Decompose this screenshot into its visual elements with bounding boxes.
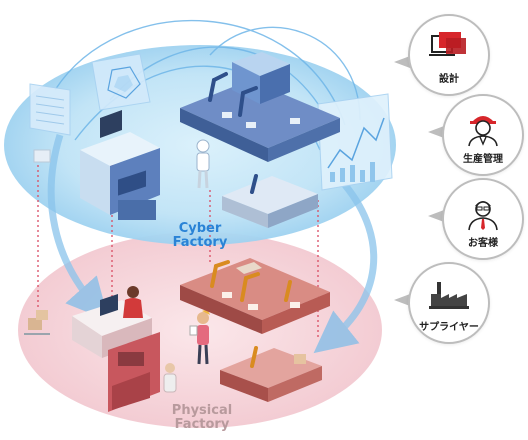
cyber-factory-label: Cyber Factory	[172, 221, 228, 251]
stakeholder-bubble-production-manager: 生産管理	[442, 94, 524, 176]
physical-workstation	[24, 286, 177, 412]
production-manager-icon	[468, 116, 498, 147]
stakeholder-label: 生産管理	[463, 154, 503, 165]
stakeholder-label: サプライヤー	[419, 322, 479, 333]
cyber-small-machine	[222, 174, 318, 228]
left-sync-arrow	[47, 133, 109, 321]
physical-production-line	[180, 258, 330, 334]
stakeholder-bubble-design: 設計	[408, 14, 490, 96]
cyber-production-line	[180, 52, 340, 162]
stakeholder-label: 設計	[439, 74, 459, 85]
physical-small-machine	[220, 346, 322, 402]
boxes-cart	[24, 310, 50, 335]
customer-icon	[468, 201, 498, 231]
right-sync-arrow	[313, 182, 378, 354]
physical-factory-label: Physical Factory	[171, 403, 233, 433]
stakeholder-label: お客様	[468, 238, 498, 249]
stakeholder-bubble-customer: お客様	[442, 178, 524, 260]
bubble-connectors	[394, 56, 444, 306]
cyber-humanoid-robot	[196, 139, 210, 189]
supplier-factory-icon	[429, 282, 469, 309]
stakeholder-bubble-supplier: サプライヤー	[408, 262, 490, 344]
cyber-workstation	[33, 110, 160, 220]
design-icon	[429, 32, 466, 56]
